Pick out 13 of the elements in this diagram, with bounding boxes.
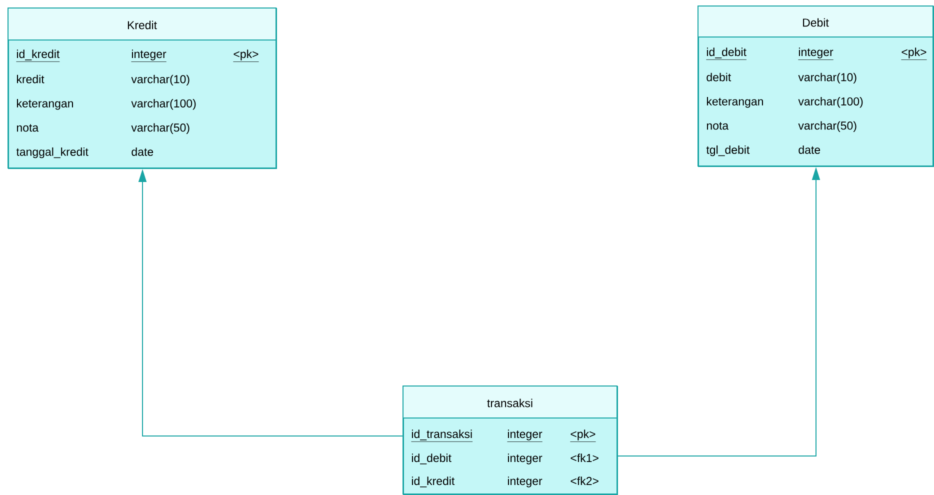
attribute-row: kredit varchar(10) bbox=[16, 74, 190, 86]
attribute-row: nota varchar(50) bbox=[706, 121, 856, 132]
attribute-row: keterangan varchar(100) bbox=[706, 97, 863, 108]
attribute-row: id_kredit integer <fk2> bbox=[412, 476, 598, 488]
attribute-row: tanggal_kredit date bbox=[16, 147, 154, 158]
attribute-row: debit varchar(10) bbox=[706, 72, 856, 84]
attribute-row: id_transaksi integer <pk> bbox=[411, 430, 596, 442]
attribute-row: nota varchar(50) bbox=[16, 123, 190, 134]
attribute-row: id_debit integer <fk1> bbox=[412, 454, 598, 464]
attribute-row: tgl_debit date bbox=[706, 145, 820, 156]
attribute-row: id_debit integer <pk> bbox=[706, 48, 927, 60]
attribute-row: keterangan varchar(100) bbox=[16, 99, 196, 110]
attribute-row: id_kredit integer <pk> bbox=[16, 50, 259, 62]
